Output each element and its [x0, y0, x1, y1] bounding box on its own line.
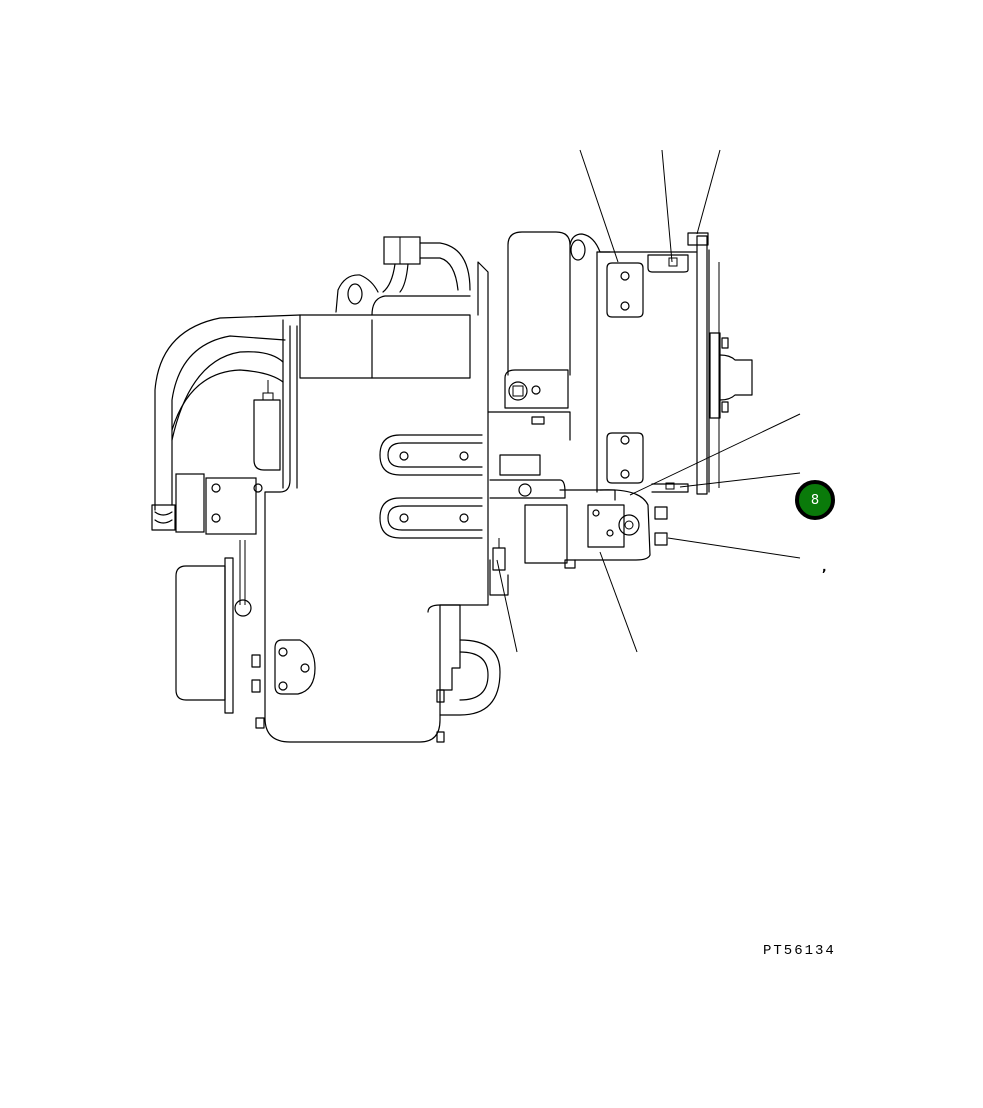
callout-number: 8 — [810, 492, 820, 508]
engine-block — [264, 236, 489, 743]
outlet-pipe — [427, 604, 501, 743]
left-pipes-filter — [151, 314, 301, 729]
callout-badge-8[interactable]: 8 — [795, 480, 835, 520]
flywheel-housing — [596, 232, 753, 495]
stray-mark: , — [822, 560, 827, 574]
starter-assembly — [487, 411, 668, 596]
leader-lines — [496, 149, 801, 653]
figure-id-label: PT56134 — [763, 943, 836, 959]
turbocharger — [504, 231, 611, 425]
